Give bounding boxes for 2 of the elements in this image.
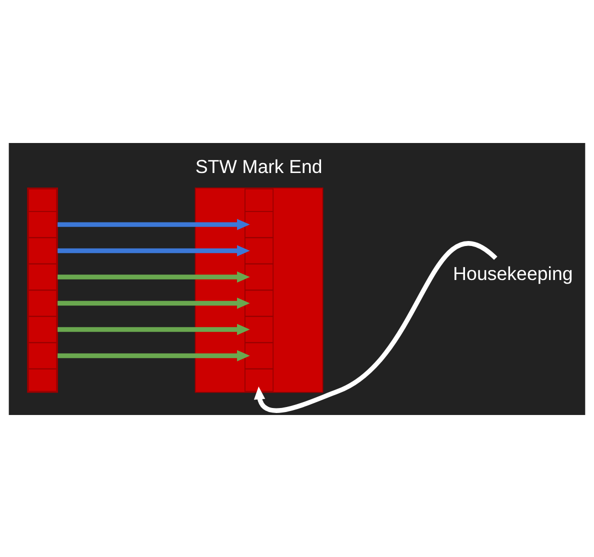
node-text: Housekeeping bbox=[453, 262, 573, 284]
node-label: STW Mark End bbox=[195, 155, 322, 176]
